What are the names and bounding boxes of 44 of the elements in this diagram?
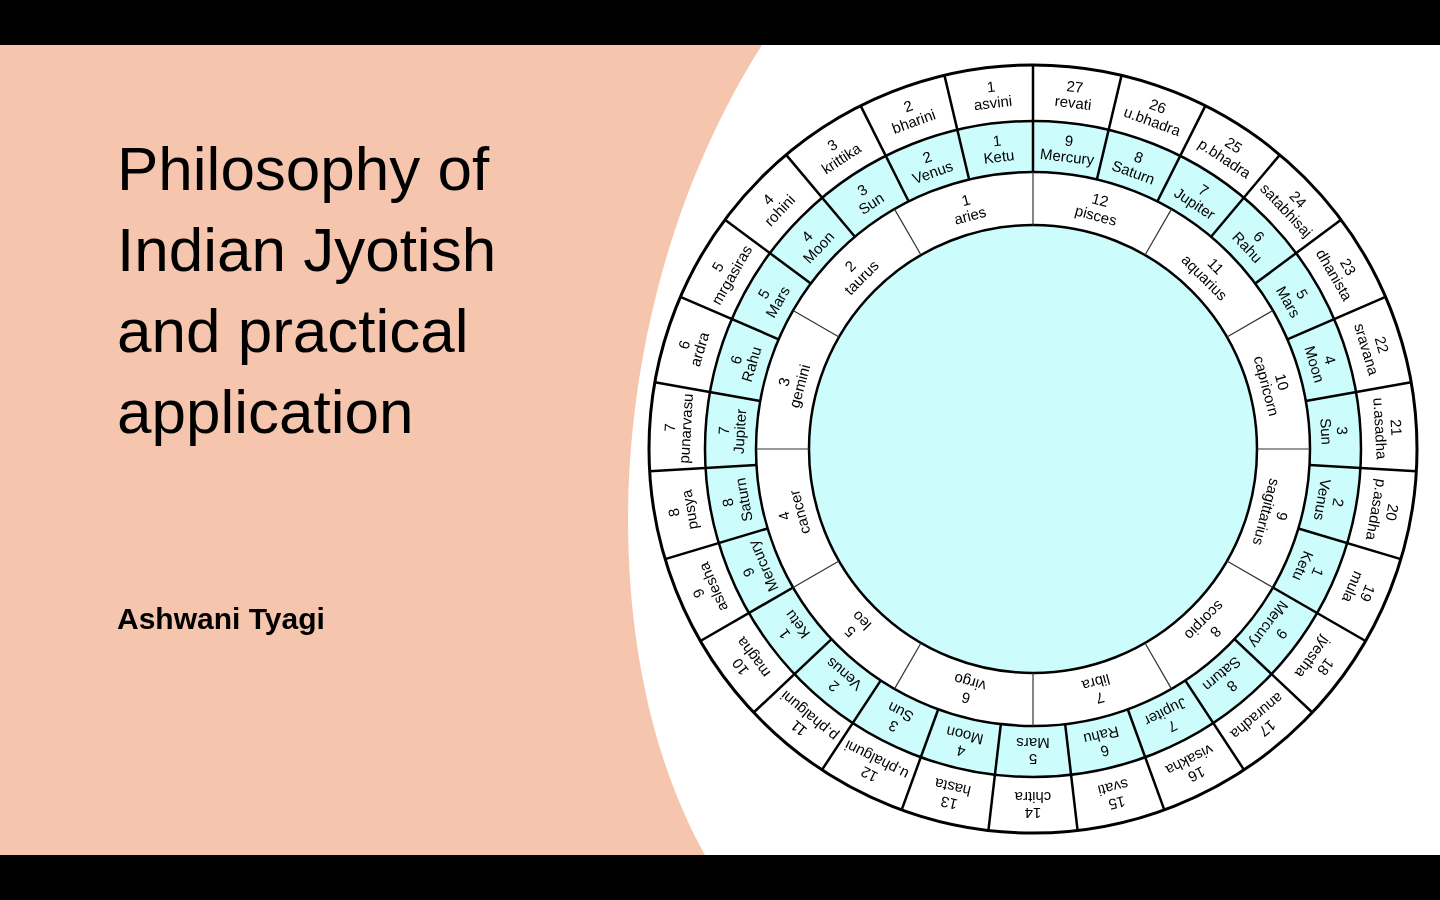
segment-name: Ketu — [982, 147, 1016, 167]
segment-number: 10 — [1272, 372, 1293, 393]
segment-number: 6 — [727, 353, 745, 367]
segment-number: 7 — [715, 426, 732, 436]
segment-number: 6 — [675, 338, 694, 351]
segment-number: 12 — [1089, 189, 1110, 210]
segment-number: 15 — [1106, 793, 1127, 813]
segment-number: 14 — [1024, 805, 1042, 821]
segment-number: 3 — [775, 376, 793, 389]
segment-number: 5 — [841, 622, 860, 641]
segment-number: 22 — [1371, 334, 1392, 355]
segment-name: chitra — [1014, 789, 1052, 805]
segment-number: 6 — [960, 689, 973, 707]
segment-number: 1 — [985, 79, 996, 96]
segment-number: 4 — [775, 509, 793, 522]
segment-number: 20 — [1382, 502, 1401, 522]
segment-name: punarvasu — [675, 393, 696, 465]
title: Philosophy of Indian Jyotish and practical application — [117, 133, 498, 448]
segment-number: 1 — [960, 191, 973, 209]
segment-number: 9 — [1273, 509, 1291, 522]
segment-number: 3 — [1334, 426, 1351, 436]
segment-number: 13 — [939, 793, 959, 813]
segment-number: 6 — [1098, 741, 1111, 760]
segment-number: 5 — [1028, 751, 1038, 767]
segment-number: 3 — [854, 181, 871, 199]
segment-number: 2 — [1329, 497, 1347, 509]
segment-number: 1 — [1308, 564, 1327, 579]
segment-number: 5 — [1292, 286, 1311, 302]
segment-number: 7 — [1093, 689, 1106, 707]
segment-number: 1 — [991, 132, 1003, 150]
segment-number: 8 — [719, 497, 737, 509]
segment-number: 2 — [920, 148, 934, 167]
segment-number: 8 — [1132, 148, 1146, 167]
author-name: Ashwani Tyagi — [117, 601, 325, 637]
segment-number: 3 — [886, 717, 902, 736]
segment-name: Sun — [1317, 418, 1336, 446]
segment-number: 4 — [1321, 353, 1339, 367]
segment-number: 19 — [1356, 582, 1378, 604]
segment-number: 7 — [661, 423, 678, 433]
segment-number: 8 — [665, 506, 684, 518]
segment-name: Mars — [1016, 735, 1050, 751]
segment-number: 4 — [955, 741, 968, 760]
segment-name: asvini — [972, 93, 1013, 114]
segment-name: Jupiter — [730, 408, 749, 455]
